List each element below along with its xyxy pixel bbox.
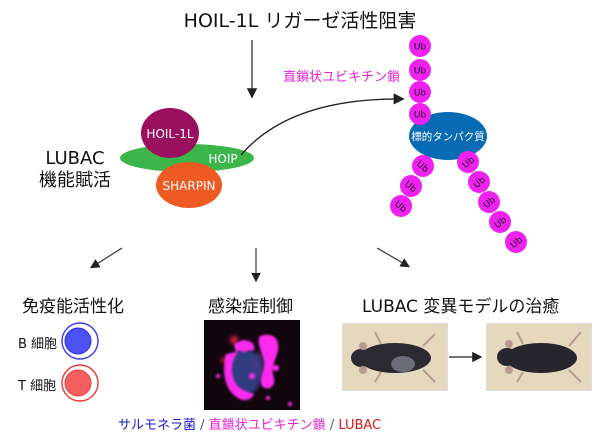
caption-linear-ub-chain: 直鎖状ユビキチン鎖 xyxy=(208,418,326,433)
b-cell-icon xyxy=(64,327,92,355)
immune-activation-heading: 免疫能活性化 xyxy=(22,297,124,317)
ubiquitin-unit xyxy=(505,231,527,253)
arrow-hoip-to-chain xyxy=(240,93,405,156)
lubac-label-line2: 機能賦活 xyxy=(39,170,111,191)
hoil-shape xyxy=(141,108,199,158)
diagram-title: HOIL-1L リガーゼ活性阻害 xyxy=(183,10,417,32)
t-cell-outer-ring xyxy=(61,364,99,402)
caption-salmonella: サルモネラ菌 xyxy=(118,418,197,433)
t-cell-label: T 細胞 xyxy=(18,379,57,394)
hoip-label: HOIP xyxy=(208,152,237,166)
hoil-label: HOIL-1L xyxy=(146,127,193,141)
caption-separator: / xyxy=(196,418,209,433)
lubac-activation-label: LUBAC 機能賦活 xyxy=(30,148,120,192)
arrow-to-cure xyxy=(376,247,411,268)
sharpin-shape xyxy=(156,162,222,208)
ubiquitin-unit xyxy=(409,59,431,81)
ubiquitin-label: Ub xyxy=(414,67,427,77)
mouse-before-photo xyxy=(342,323,448,391)
ubiquitin-unit xyxy=(409,35,431,57)
ubiquitin-unit xyxy=(400,175,422,197)
microscopy-caption: サルモネラ菌 / 直鎖状ユビキチン鎖 / LUBAC xyxy=(118,414,381,433)
ubiquitin-label: Ub xyxy=(414,111,427,121)
ubiquitin-unit xyxy=(489,211,511,233)
t-cell-icon xyxy=(64,369,92,397)
ubiquitin-label: Ub xyxy=(414,43,427,53)
b-cell-outer-ring xyxy=(61,322,99,360)
ubiquitin-unit xyxy=(457,151,479,173)
target-protein-label: 標的タンパク質 xyxy=(411,130,485,143)
target-protein-shape xyxy=(409,112,487,160)
infection-microscopy-image xyxy=(204,320,300,410)
ubiquitin-unit xyxy=(409,103,431,125)
ubiquitin-unit xyxy=(390,195,412,217)
ubiquitin-unit xyxy=(412,155,434,177)
infection-control-heading: 感染症制御 xyxy=(208,297,293,317)
caption-separator: / xyxy=(325,418,339,433)
ubiquitin-unit xyxy=(468,171,490,193)
caption-lubac: LUBAC xyxy=(338,418,382,433)
ubiquitin-unit xyxy=(478,191,500,213)
sharpin-label: SHARPIN xyxy=(163,179,216,193)
ubiquitin-label: Ub xyxy=(414,89,427,99)
b-cell-label: B 細胞 xyxy=(18,337,58,352)
linear-ubiquitin-chain-label: 直鎖状ユビキチン鎖 xyxy=(283,70,401,85)
mouse-after-photo xyxy=(486,323,592,391)
arrow-to-immune xyxy=(89,247,123,269)
ubiquitin-unit xyxy=(409,81,431,103)
lubac-mutant-cure-heading: LUBAC 変異モデルの治癒 xyxy=(362,297,560,317)
lubac-label-line1: LUBAC xyxy=(45,148,105,169)
